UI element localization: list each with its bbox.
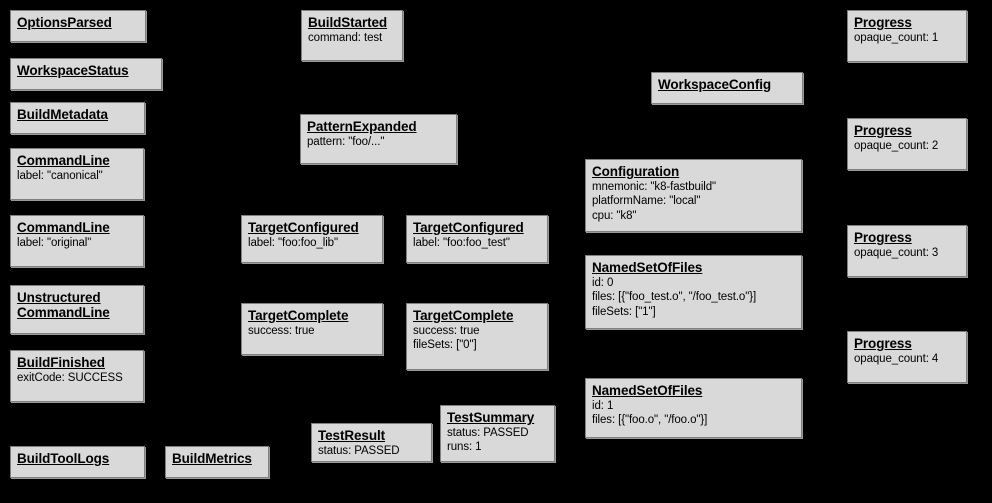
event-node-field: runs: 1 <box>447 441 482 454</box>
event-node-build-metrics[interactable]: BuildMetrics <box>165 446 269 478</box>
event-node-title: BuildMetadata <box>17 107 108 122</box>
event-node-title: BuildStarted <box>308 15 388 30</box>
event-node-field: opaque_count: 3 <box>854 247 939 260</box>
event-node-field: files: [{"foo.o", "/foo.o"}] <box>592 414 708 427</box>
event-node-field: label: "foo:foo_test" <box>413 237 510 250</box>
event-node-field: id: 0 <box>592 277 614 290</box>
event-node-build-metadata[interactable]: BuildMetadata <box>10 102 145 134</box>
event-node-title: NamedSetOfFiles <box>592 260 703 275</box>
event-node-title: CommandLine <box>17 220 110 235</box>
event-node-field: opaque_count: 2 <box>854 140 939 153</box>
event-node-title: OptionsParsed <box>17 15 112 30</box>
event-node-title: NamedSetOfFiles <box>592 383 703 398</box>
event-node-field: id: 1 <box>592 400 614 413</box>
event-node-build-tool-logs[interactable]: BuildToolLogs <box>10 446 145 478</box>
event-node-build-finished[interactable]: BuildFinished exitCode: SUCCESS <box>10 350 144 402</box>
event-node-title: BuildMetrics <box>172 451 252 466</box>
event-node-target-complete-lib[interactable]: TargetComplete success: true <box>241 303 383 355</box>
event-node-fields: label: "canonical" <box>17 169 138 183</box>
event-node-field: opaque_count: 1 <box>854 32 939 45</box>
event-node-title: Progress <box>854 123 912 138</box>
event-node-fields: success: true <box>248 324 377 338</box>
event-node-fields: label: "foo:foo_lib" <box>248 236 377 250</box>
event-node-target-configured-test[interactable]: TargetConfigured label: "foo:foo_test" <box>406 215 548 263</box>
event-node-field: success: true <box>248 325 315 338</box>
event-node-title: TestSummary <box>447 410 535 425</box>
event-node-field: fileSets: ["0"] <box>413 339 477 352</box>
event-node-fields: mnemonic: "k8-fastbuild"platformName: "l… <box>592 180 796 223</box>
event-node-field: mnemonic: "k8-fastbuild" <box>592 181 717 194</box>
event-node-title: CommandLine <box>17 153 110 168</box>
event-node-title: BuildFinished <box>17 355 105 370</box>
event-node-pattern-expanded[interactable]: PatternExpanded pattern: "foo/..." <box>300 114 457 164</box>
event-node-fields: status: PASSED <box>318 444 426 458</box>
event-node-progress-1[interactable]: Progress opaque_count: 1 <box>847 10 967 62</box>
event-node-field: platformName: "local" <box>592 195 701 208</box>
event-node-fields: label: "foo:foo_test" <box>413 236 542 250</box>
event-node-title: Progress <box>854 15 912 30</box>
event-node-field: label: "original" <box>17 237 92 250</box>
event-node-fields: pattern: "foo/..." <box>307 135 451 149</box>
event-node-field: cpu: "k8" <box>592 209 637 222</box>
event-node-field: opaque_count: 4 <box>854 353 939 366</box>
event-node-target-configured-lib[interactable]: TargetConfigured label: "foo:foo_lib" <box>241 215 383 263</box>
event-node-title: TargetComplete <box>413 308 514 323</box>
event-node-title: Configuration <box>592 164 680 179</box>
event-node-progress-3[interactable]: Progress opaque_count: 3 <box>847 225 967 277</box>
event-node-field: fileSets: ["1"] <box>592 305 656 318</box>
event-node-title: TestResult <box>318 428 386 443</box>
event-node-field: exitCode: SUCCESS <box>17 372 123 385</box>
event-node-command-line-canonical[interactable]: CommandLine label: "canonical" <box>10 148 144 200</box>
event-node-options-parsed[interactable]: OptionsParsed <box>10 10 146 42</box>
event-node-title: PatternExpanded <box>307 119 417 134</box>
event-node-field: label: "canonical" <box>17 170 103 183</box>
event-node-fields: opaque_count: 2 <box>854 139 961 153</box>
event-node-fields: opaque_count: 3 <box>854 246 961 260</box>
event-node-fields: opaque_count: 1 <box>854 31 961 45</box>
event-node-title: TargetConfigured <box>413 220 524 235</box>
event-node-field: command: test <box>308 32 383 45</box>
event-node-title: WorkspaceStatus <box>17 63 129 78</box>
event-node-field: label: "foo:foo_lib" <box>248 237 338 250</box>
event-node-fields: command: test <box>308 31 397 45</box>
event-node-test-result[interactable]: TestResult status: PASSED <box>311 423 432 462</box>
event-node-title: TargetComplete <box>248 308 349 323</box>
event-node-field: status: PASSED <box>318 445 400 458</box>
event-node-title: Unstructured CommandLine <box>17 290 110 321</box>
event-node-title: Progress <box>854 336 912 351</box>
event-node-field: pattern: "foo/..." <box>307 136 385 149</box>
event-node-unstructured-command-line[interactable]: Unstructured CommandLine <box>10 285 144 334</box>
event-node-field: files: [{"foo_test.o", "/foo_test.o"}] <box>592 291 757 304</box>
event-node-title: BuildToolLogs <box>17 451 110 466</box>
event-node-fields: label: "original" <box>17 236 138 250</box>
event-node-field: status: PASSED <box>447 427 529 440</box>
event-node-command-line-original[interactable]: CommandLine label: "original" <box>10 215 144 267</box>
event-node-field: success: true <box>413 325 480 338</box>
event-node-progress-4[interactable]: Progress opaque_count: 4 <box>847 331 967 383</box>
event-node-title: WorkspaceConfig <box>658 77 772 92</box>
event-node-progress-2[interactable]: Progress opaque_count: 2 <box>847 118 967 170</box>
event-node-build-started[interactable]: BuildStarted command: test <box>301 10 403 61</box>
event-node-title: TargetConfigured <box>248 220 359 235</box>
event-node-fields: opaque_count: 4 <box>854 352 961 366</box>
event-node-fields: exitCode: SUCCESS <box>17 371 138 385</box>
event-node-workspace-status[interactable]: WorkspaceStatus <box>10 58 162 90</box>
event-node-workspace-config[interactable]: WorkspaceConfig <box>651 72 803 104</box>
event-node-title: Progress <box>854 230 912 245</box>
